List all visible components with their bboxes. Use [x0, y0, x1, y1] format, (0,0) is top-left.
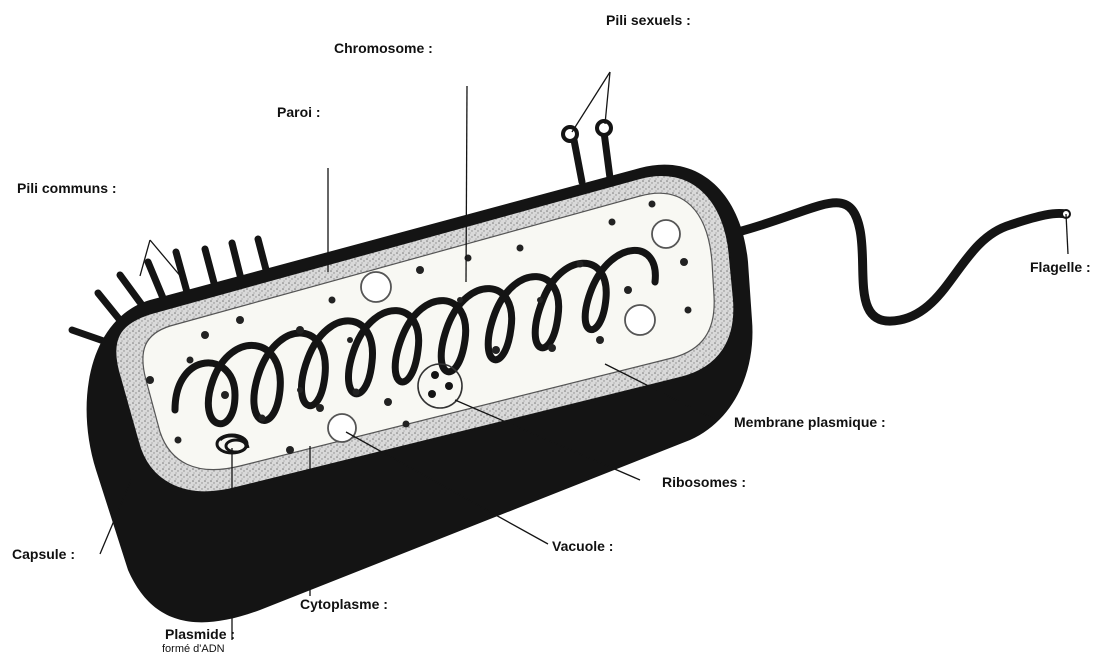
label-pili-communs: Pili communs :	[17, 180, 117, 196]
label-cytoplasme: Cytoplasme :	[300, 596, 388, 612]
label-pili-sexuels: Pili sexuels :	[606, 12, 691, 28]
label-plasmide-note: formé d'ADN	[162, 643, 225, 655]
label-chromosome: Chromosome :	[334, 40, 433, 56]
label-vacuole: Vacuole :	[552, 538, 613, 554]
label-plasmide: Plasmide :	[165, 626, 235, 642]
label-capsule: Capsule :	[12, 546, 75, 562]
label-flagelle: Flagelle :	[1030, 259, 1091, 275]
flagellum	[738, 203, 1066, 321]
label-ribosomes: Ribosomes :	[662, 474, 746, 490]
sex-pili	[563, 121, 611, 182]
label-paroi: Paroi :	[277, 104, 321, 120]
label-membrane-plasmique: Membrane plasmique :	[734, 414, 886, 430]
